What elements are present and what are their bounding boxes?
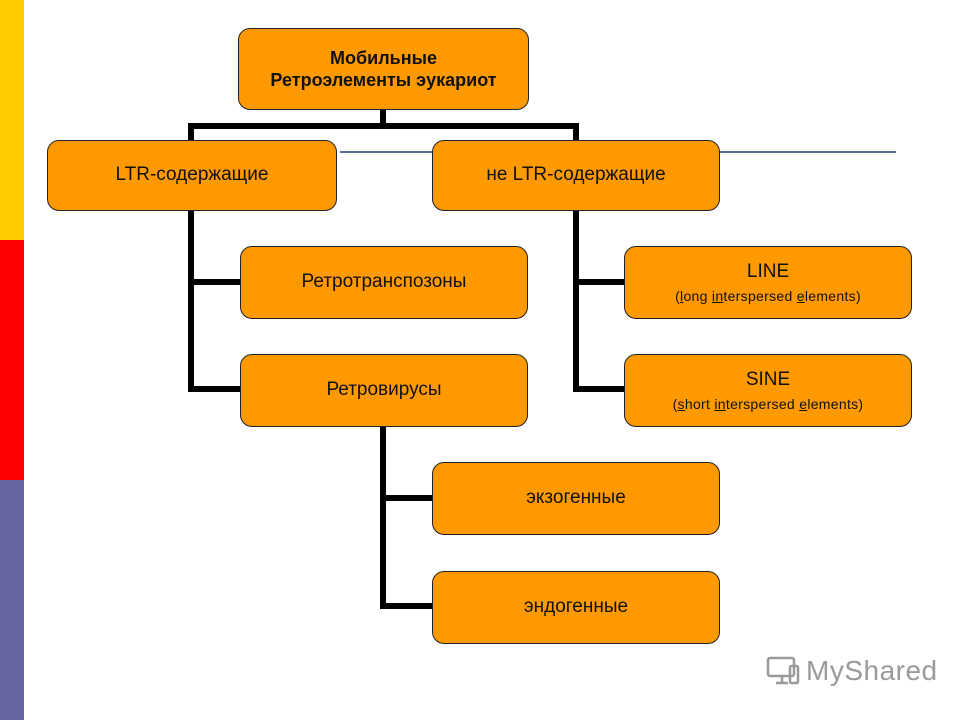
node-retrotransposons: Ретротранспозоны (240, 246, 528, 319)
node-ltr: LTR-содержащие (47, 140, 337, 211)
node-exogenous: экзогенные (432, 462, 720, 535)
node-retrotransposons-label: Ретротранспозоны (301, 271, 467, 293)
stripe-red (0, 240, 24, 480)
watermark-logo: MyShared (766, 655, 938, 687)
node-root-line1: Мобильные (330, 47, 437, 68)
node-root-line2: Ретроэлементы эукариот (270, 70, 497, 90)
node-line-subtitle: (long interspersed elements) (675, 287, 861, 304)
node-endogenous: эндогенные (432, 571, 720, 644)
node-non-ltr-label: не LTR-содержащие (486, 164, 666, 186)
node-sine-subtitle: (short interspersed elements) (672, 395, 864, 412)
computer-icon (766, 656, 800, 685)
node-line-label: LINE (746, 261, 790, 283)
node-sine-label: SINE (745, 369, 791, 391)
node-ltr-label: LTR-содержащие (115, 164, 269, 186)
node-exogenous-label: экзогенные (526, 487, 626, 509)
node-endogenous-label: эндогенные (523, 596, 629, 618)
watermark-text: MyShared (806, 655, 938, 686)
node-retroviruses-label: Ретровирусы (326, 379, 442, 401)
stripe-yellow (0, 0, 24, 240)
node-non-ltr: не LTR-содержащие (432, 140, 720, 211)
node-root: Мобильные Ретроэлементы эукариот (238, 28, 529, 110)
node-sine: SINE (short interspersed elements) (624, 354, 912, 427)
stripe-purple (0, 480, 24, 720)
node-retroviruses: Ретровирусы (240, 354, 528, 427)
node-line: LINE (long interspersed elements) (624, 246, 912, 319)
